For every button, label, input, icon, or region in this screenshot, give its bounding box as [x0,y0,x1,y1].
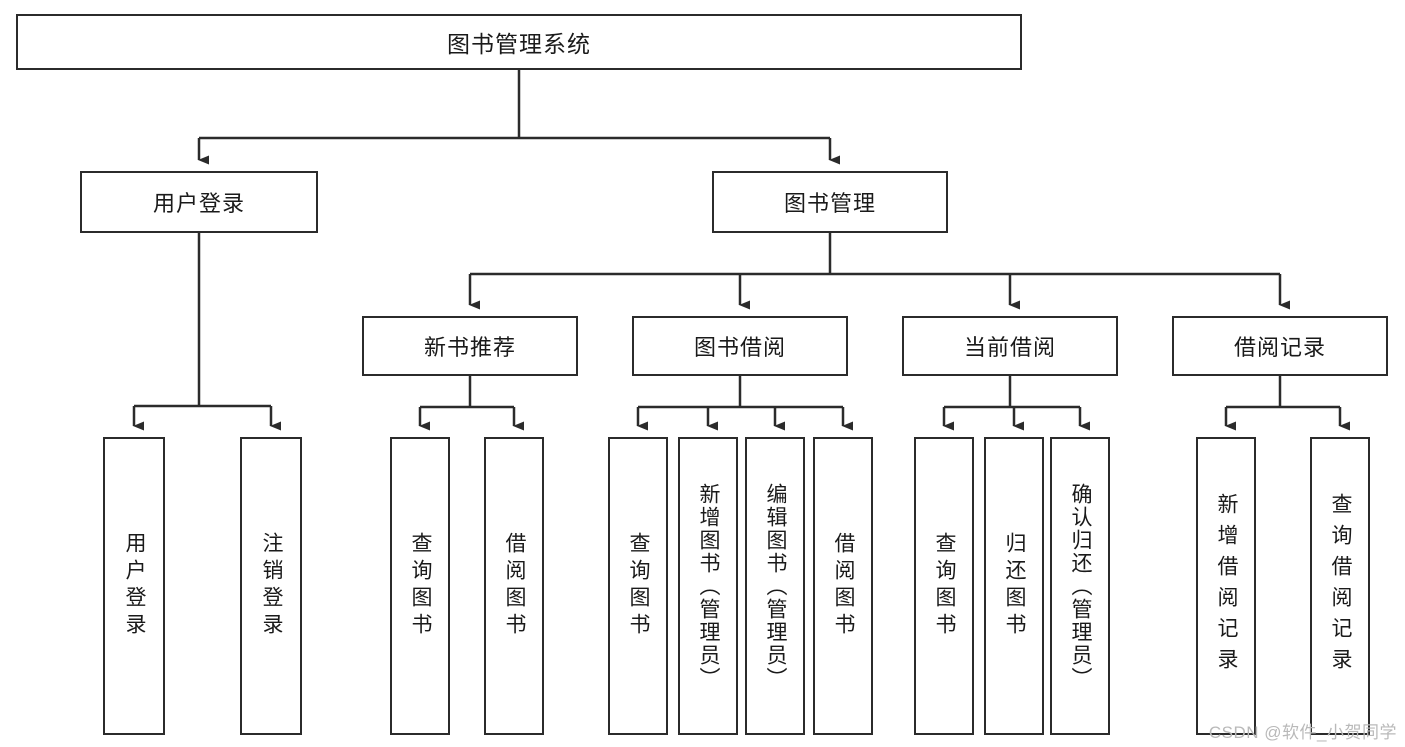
leaf-borrow-book-2[interactable]: 借阅图书 [813,437,873,735]
node-user-login[interactable]: 用户登录 [80,171,318,233]
leaf-borrow-book-1[interactable]: 借阅图书 [484,437,544,735]
leaf-query-book-1[interactable]: 查询图书 [390,437,450,735]
leaf-add-borrow-record[interactable]: 新增借阅记录 [1196,437,1256,735]
leaf-query-book-3[interactable]: 查询图书 [914,437,974,735]
node-current-borrow[interactable]: 当前借阅 [902,316,1118,376]
leaf-query-borrow-record[interactable]: 查询借阅记录 [1310,437,1370,735]
node-book-manage[interactable]: 图书管理 [712,171,948,233]
node-root[interactable]: 图书管理系统 [16,14,1022,70]
csdn-watermark: CSDN @软件_小贺同学 [1208,723,1397,742]
leaf-user-login[interactable]: 用户登录 [103,437,165,735]
node-new-book-recommend[interactable]: 新书推荐 [362,316,578,376]
leaf-query-book-2[interactable]: 查询图书 [608,437,668,735]
leaf-logout[interactable]: 注销登录 [240,437,302,735]
leaf-confirm-return-admin[interactable]: 确认归还（管理员） [1050,437,1110,735]
node-book-borrow[interactable]: 图书借阅 [632,316,848,376]
leaf-add-book-admin[interactable]: 新增图书（管理员） [678,437,738,735]
leaf-edit-book-admin[interactable]: 编辑图书（管理员） [745,437,805,735]
node-borrow-record[interactable]: 借阅记录 [1172,316,1388,376]
leaf-return-book[interactable]: 归还图书 [984,437,1044,735]
